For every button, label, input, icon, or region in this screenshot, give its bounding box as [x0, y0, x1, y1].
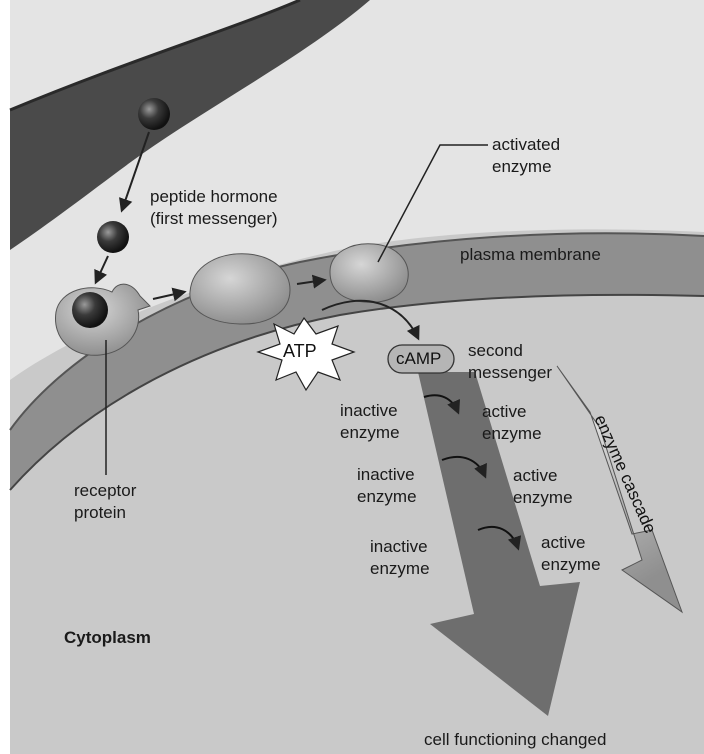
active-enzyme-3-line1: active — [541, 532, 601, 554]
inactive-enzyme-1-line1: inactive — [340, 400, 400, 422]
peptide-hormone-line1: peptide hormone — [150, 186, 278, 208]
active-enzyme-2-line2: enzyme — [513, 487, 573, 509]
inactive-enzyme-label-1: inactive enzyme — [340, 400, 400, 444]
active-enzyme-label-1: active enzyme — [482, 401, 542, 445]
receptor-protein-label: receptor protein — [74, 480, 136, 524]
cell-functioning-changed-label: cell functioning changed — [424, 729, 606, 751]
receptor-protein-line1: receptor — [74, 480, 136, 502]
activated-enzyme-label: activated enzyme — [492, 134, 560, 178]
active-enzyme-3-line2: enzyme — [541, 554, 601, 576]
peptide-hormone-label: peptide hormone (first messenger) — [150, 186, 278, 230]
receptor-protein-line2: protein — [74, 502, 136, 524]
second-messenger-label: second messenger — [468, 340, 552, 384]
inactive-enzyme-label-2: inactive enzyme — [357, 464, 417, 508]
activated-enzyme-shape — [330, 244, 408, 303]
activated-enzyme-line2: enzyme — [492, 156, 560, 178]
inactive-enzyme-3-line2: enzyme — [370, 558, 430, 580]
inactive-enzyme-2-line1: inactive — [357, 464, 417, 486]
activated-enzyme-line1: activated — [492, 134, 560, 156]
cytoplasm-label: Cytoplasm — [64, 627, 151, 649]
hormone-ball-1 — [138, 98, 170, 130]
active-enzyme-label-3: active enzyme — [541, 532, 601, 576]
hormone-ball-2 — [97, 221, 129, 253]
camp-label: cAMP — [396, 349, 441, 369]
plasma-membrane-label: plasma membrane — [460, 244, 601, 266]
bound-hormone — [72, 292, 108, 328]
g-protein — [190, 254, 290, 324]
active-enzyme-1-line1: active — [482, 401, 542, 423]
second-messenger-line2: messenger — [468, 362, 552, 384]
active-enzyme-2-line1: active — [513, 465, 573, 487]
inactive-enzyme-3-line1: inactive — [370, 536, 430, 558]
inactive-enzyme-2-line2: enzyme — [357, 486, 417, 508]
inactive-enzyme-1-line2: enzyme — [340, 422, 400, 444]
inactive-enzyme-label-3: inactive enzyme — [370, 536, 430, 580]
active-enzyme-1-line2: enzyme — [482, 423, 542, 445]
atp-label: ATP — [283, 341, 317, 362]
active-enzyme-label-2: active enzyme — [513, 465, 573, 509]
peptide-hormone-line2: (first messenger) — [150, 208, 278, 230]
second-messenger-line1: second — [468, 340, 552, 362]
